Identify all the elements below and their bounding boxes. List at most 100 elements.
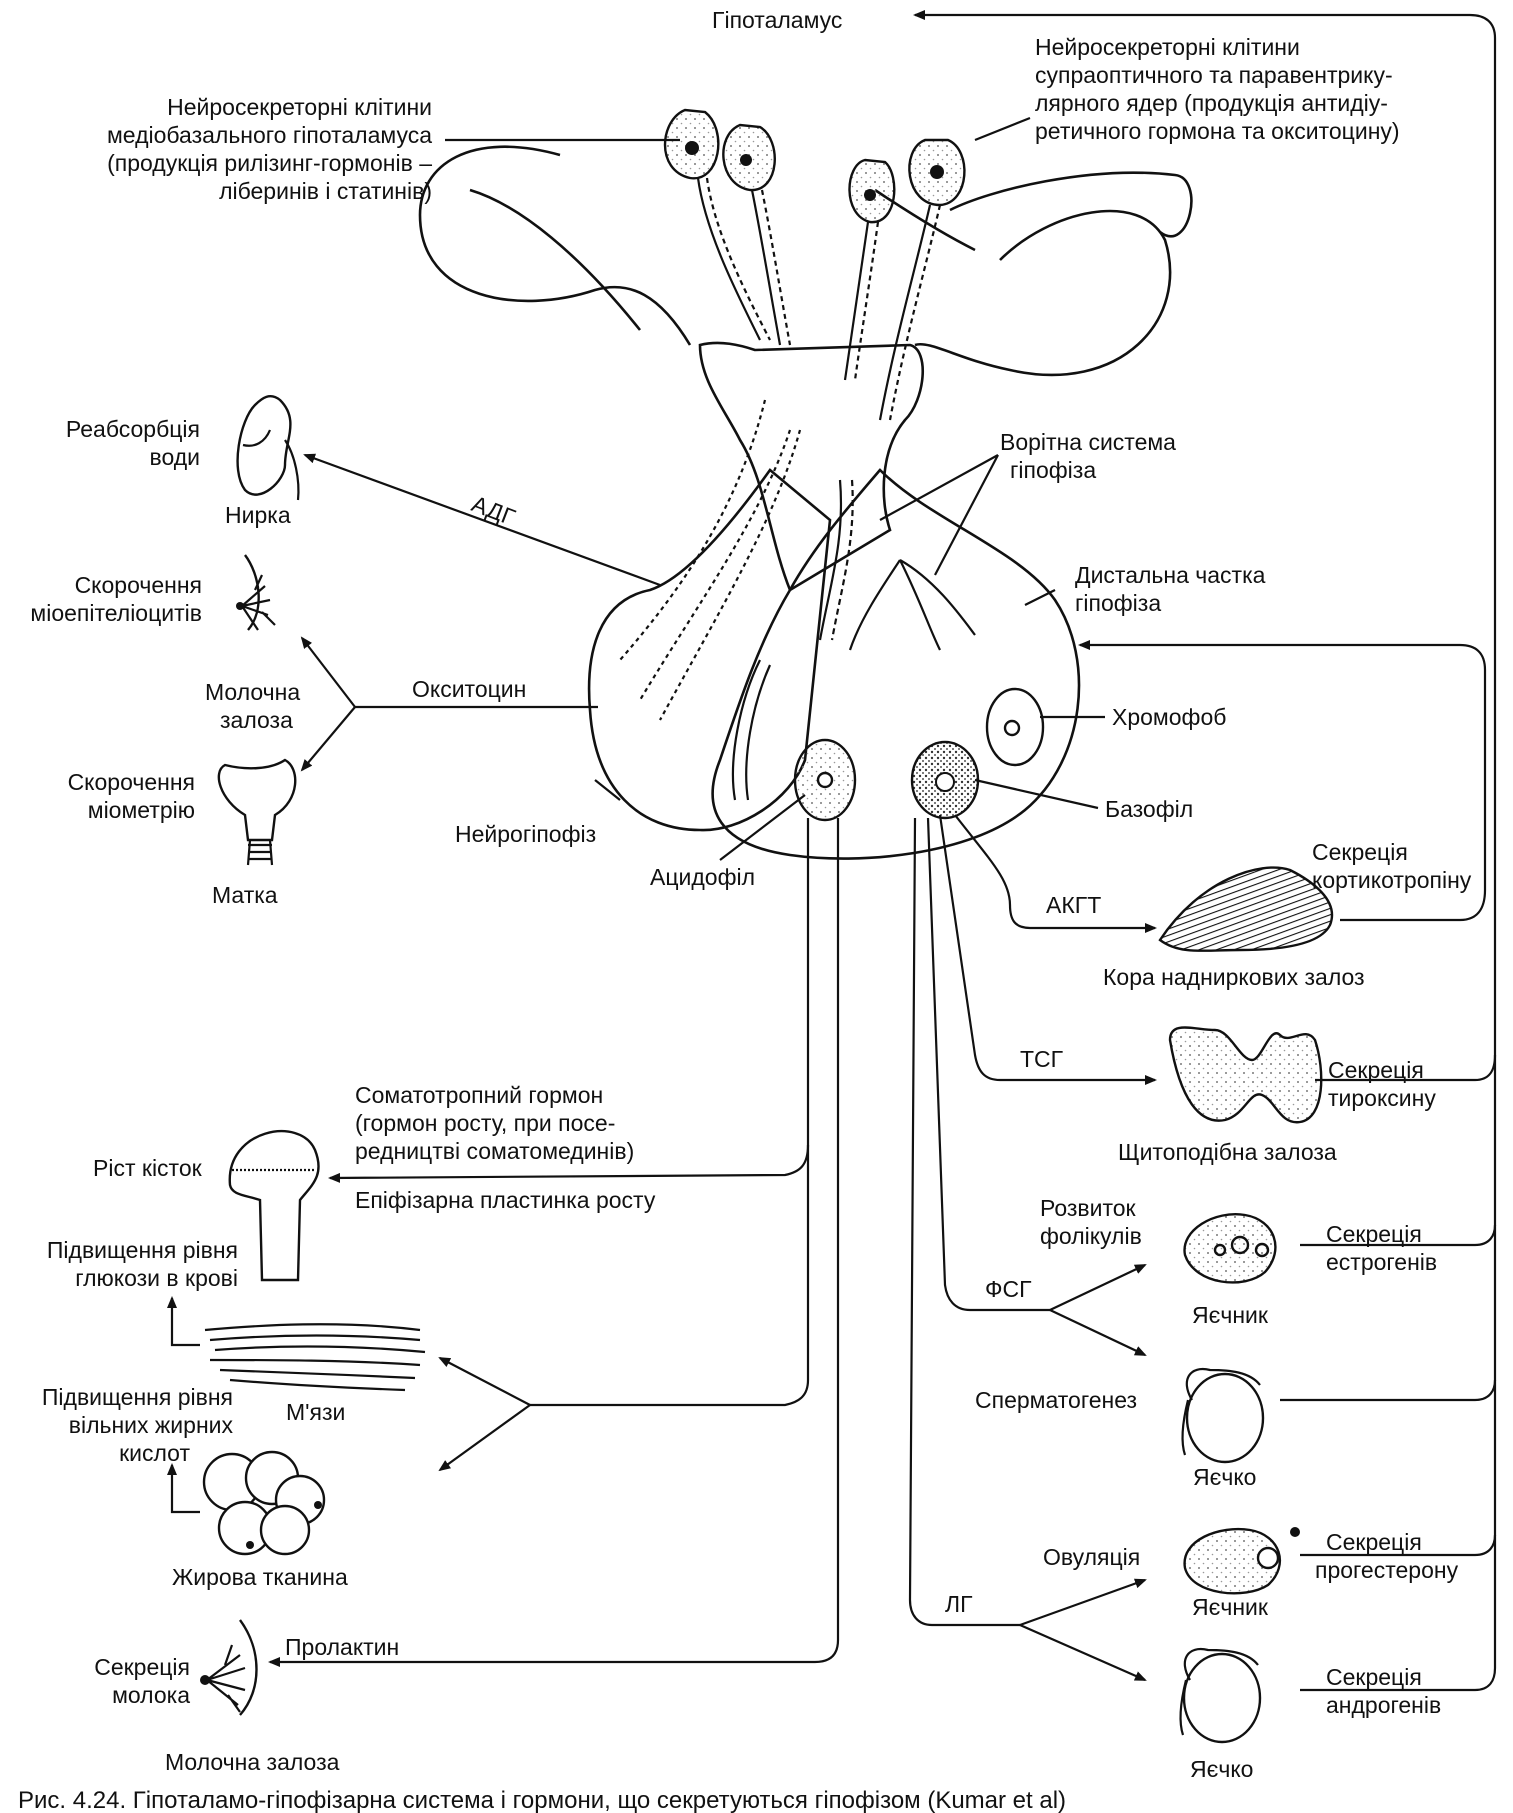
muscle-icon: [204, 1323, 426, 1392]
label-line: лярного ядер (продукція антидіу-: [1035, 90, 1388, 116]
label-line: Секреція: [1326, 1221, 1422, 1247]
progesterone-secretion-label: Секреція прогестерону: [1315, 1529, 1459, 1583]
label-line: Секреція: [94, 1654, 190, 1680]
label-line: Нейросекреторні клітини: [167, 94, 432, 120]
neuron-cell: [843, 158, 896, 381]
chromophobe-label: Хромофоб: [1112, 704, 1226, 730]
label-line: Розвиток: [1040, 1195, 1137, 1221]
spermatogenesis-label: Сперматогенез: [975, 1387, 1137, 1413]
neurohypophysis-label: Нейрогіпофіз: [455, 821, 596, 847]
neuron-cell: [878, 138, 966, 421]
brain-outline: [418, 145, 1193, 377]
testis-icon: [1179, 1647, 1262, 1744]
chromophobe-cell: [985, 687, 1045, 767]
kidney-icon: [236, 395, 300, 501]
label-line: ретичного гормона та окситоцину): [1035, 118, 1400, 144]
distal-lobe: [711, 468, 1081, 860]
mammary-top-label: Молочна залоза: [205, 679, 300, 733]
label-line: естрогенів: [1326, 1249, 1437, 1275]
label-line: редництві соматомединів): [355, 1138, 634, 1164]
adipose-tissue-icon: [202, 1450, 326, 1556]
ovary-label: Яєчник: [1192, 1302, 1269, 1328]
neuron-cell: [722, 123, 792, 346]
milk-secretion-label: Секреція молока: [94, 1654, 190, 1708]
supraoptic-label: Нейросекреторні клітини супраоптичного т…: [1035, 34, 1400, 144]
label-line: гіпофіза: [1010, 457, 1096, 483]
uterus-label: Матка: [212, 882, 278, 908]
testis-label: Яєчко: [1193, 1464, 1256, 1490]
water-reabsorption-label: Реабсорбція води: [66, 416, 200, 470]
label-line: (гормон росту, при посе-: [355, 1110, 615, 1136]
ovary-label: Яєчник: [1192, 1594, 1269, 1620]
estrogen-secretion-label: Секреція естрогенів: [1326, 1221, 1437, 1275]
label-line: кортикотропіну: [1312, 867, 1472, 893]
basophil-label: Базофіл: [1105, 796, 1193, 822]
label-line: залоза: [220, 707, 293, 733]
label-line: Реабсорбція: [66, 416, 200, 442]
kidney-label: Нирка: [225, 502, 291, 528]
figure-caption: Рис. 4.24. Гіпоталамо-гіпофізарна систем…: [18, 1787, 1066, 1813]
neurosecretory-cells: [663, 108, 966, 421]
label-line: прогестерону: [1315, 1557, 1459, 1583]
ovary-icon: [1183, 1213, 1277, 1284]
hypothalamus-label: Гіпоталамус: [712, 7, 842, 33]
myometrium-label: Скорочення міометрію: [68, 769, 195, 823]
label-line: Молочна: [205, 679, 300, 705]
acidophil-cell: [793, 738, 857, 822]
follicle-dev-label: Розвиток фолікулів: [1040, 1195, 1142, 1249]
myoepithelial-label: Скорочення міоепітеліоцитів: [30, 572, 202, 626]
cortico-secretion-label: Секреція кортикотропіну: [1312, 839, 1472, 893]
bone-icon: [228, 1129, 320, 1282]
glucose-label: Підвищення рівня глюкози в крові: [47, 1237, 238, 1291]
label-line: Секреція: [1326, 1664, 1422, 1690]
label-line: міоепітеліоцитів: [30, 600, 202, 626]
label-line: Підвищення рівня: [42, 1384, 233, 1410]
label-line: супраоптичного та паравентрику-: [1035, 62, 1393, 88]
label-line: молока: [112, 1682, 190, 1708]
label-line: медіобазального гіпоталамуса: [107, 122, 432, 148]
fsh-label: ФСГ: [985, 1276, 1032, 1302]
prolactin-label: Пролактин: [285, 1634, 399, 1660]
basophil-cell: [910, 740, 980, 820]
acth-label: АКГТ: [1046, 892, 1101, 918]
label-line: андрогенів: [1326, 1692, 1441, 1718]
label-line: глюкози в крові: [75, 1265, 238, 1291]
ovulation-label: Овуляція: [1043, 1544, 1140, 1570]
label-line: Ворітна система: [1000, 429, 1176, 455]
muscles-label: М'язи: [286, 1399, 345, 1425]
testis-icon: [1181, 1367, 1265, 1464]
adrenal-cortex-icon: [1158, 866, 1334, 952]
thyroid-icon: [1168, 1026, 1323, 1124]
label-line: Секреція: [1312, 839, 1408, 865]
thyroid-label: Щитоподібна залоза: [1118, 1139, 1337, 1165]
mammary-gland-icon: [236, 554, 276, 631]
label-line: Нейросекреторні клітини: [1035, 34, 1300, 60]
mediobasal-label: Нейросекреторні клітини медіобазального …: [107, 94, 432, 204]
label-line: ліберинів і статинів): [219, 178, 432, 204]
label-line: кислот: [119, 1440, 190, 1466]
adipose-label: Жирова тканина: [172, 1564, 348, 1590]
label-line: Скорочення: [68, 769, 195, 795]
neuron-cell: [663, 108, 771, 341]
connectors: [268, 10, 1497, 1692]
label-line: вільних жирних: [69, 1412, 234, 1438]
distal-lobe-label: Дистальна частка гіпофіза: [1075, 562, 1266, 616]
androgen-secretion-label: Секреція андрогенів: [1326, 1664, 1441, 1718]
glucose-arrow: [167, 1296, 200, 1347]
somatotropin-label: Соматотропний гормон (гормон росту, при …: [355, 1082, 634, 1164]
acidophil-label: Ацидофіл: [650, 864, 755, 890]
label-line: Підвищення рівня: [47, 1237, 238, 1263]
label-line: гіпофіза: [1075, 590, 1161, 616]
epiphyseal-label: Епіфізарна пластинка росту: [355, 1187, 656, 1213]
fatty-acids-label: Підвищення рівня вільних жирних кислот: [42, 1384, 234, 1466]
label-line: Дистальна частка: [1075, 562, 1266, 588]
tsh-label: ТСГ: [1020, 1046, 1064, 1072]
adrenal-cortex-label: Кора надниркових залоз: [1103, 964, 1365, 990]
label-line: Секреція: [1326, 1529, 1422, 1555]
mammary-gland-icon: [200, 1619, 258, 1716]
label-line: міометрію: [88, 797, 195, 823]
pituitary-gland: [587, 341, 1081, 860]
thyroxine-secretion-label: Секреція тироксину: [1328, 1057, 1436, 1111]
neurohypophysis: [587, 468, 832, 832]
